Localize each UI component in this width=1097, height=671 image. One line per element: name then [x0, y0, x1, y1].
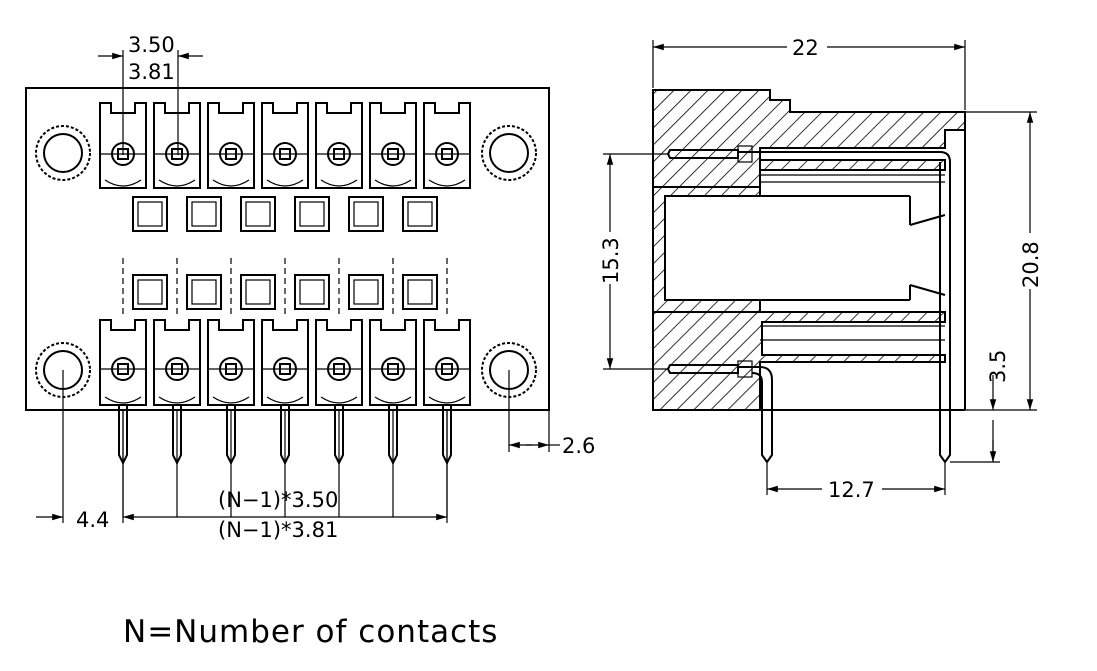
front-body-outline — [25, 87, 550, 411]
dimension-offset-left: 4.4 — [36, 370, 109, 532]
bottom-contact-4 — [261, 319, 309, 406]
bottom-window-1 — [132, 274, 168, 310]
housing-top-section — [652, 89, 966, 188]
depth-label: 22 — [792, 36, 819, 60]
bottom-contact-3 — [207, 319, 255, 406]
housing-bottom-section — [652, 311, 946, 411]
mounting-knob-top-right — [481, 125, 537, 181]
top-window-2 — [186, 196, 222, 232]
dimension-offset-right: 2.6 — [508, 370, 595, 458]
housing-back-wall — [652, 186, 761, 313]
bottom-window-3 — [240, 274, 276, 310]
bottom-contact-2 — [153, 319, 201, 406]
top-contact-5 — [315, 102, 363, 189]
note-text: N=Number of contacts — [123, 614, 498, 650]
pin-spacing-label: 15.3 — [599, 237, 623, 284]
side-view: 22 15.3 20.8 3.5 — [598, 34, 1043, 502]
dimension-pin-offset: 12.7 — [766, 462, 946, 502]
upper-pin — [666, 145, 951, 464]
bottom-contact-7 — [423, 319, 471, 406]
top-window-5 — [348, 196, 384, 232]
top-contact-1 — [99, 102, 147, 189]
offset-right-label: 2.6 — [562, 434, 595, 458]
dimension-pitch: 3.50 3.81 — [98, 33, 203, 155]
pitch-a-label: 3.50 — [128, 33, 175, 57]
dimension-span: (N−1)*3.50 (N−1)*3.81 — [122, 410, 448, 542]
bottom-window-6 — [402, 274, 438, 310]
dimension-height: 20.8 — [965, 111, 1043, 411]
bottom-window-row — [122, 258, 448, 318]
span-b-label: (N−1)*3.81 — [218, 518, 338, 542]
top-contact-3 — [207, 102, 255, 189]
dimension-pin-extension: 3.5 — [950, 350, 1010, 463]
housing-inner-lip-top — [759, 159, 946, 171]
lower-pin — [666, 360, 773, 464]
top-contact-6 — [369, 102, 417, 189]
offset-left-label: 4.4 — [76, 508, 109, 532]
top-window-row — [132, 196, 438, 232]
pin-offset-label: 12.7 — [828, 478, 875, 502]
bottom-window-5 — [348, 274, 384, 310]
dimension-pin-spacing: 15.3 — [598, 153, 668, 370]
height-label: 20.8 — [1019, 241, 1043, 288]
top-window-3 — [240, 196, 276, 232]
top-window-1 — [132, 196, 168, 232]
bottom-contact-5 — [315, 319, 363, 406]
bottom-window-4 — [294, 274, 330, 310]
span-a-label: (N−1)*3.50 — [218, 488, 338, 512]
top-contact-7 — [423, 102, 471, 189]
bottom-contact-1 — [99, 319, 147, 406]
mounting-knob-top-left — [35, 125, 91, 181]
dimension-depth: 22 — [652, 34, 966, 110]
bottom-contact-row — [99, 319, 471, 406]
top-contact-2 — [153, 102, 201, 189]
top-window-4 — [294, 196, 330, 232]
top-contact-4 — [261, 102, 309, 189]
top-contact-row — [99, 102, 471, 189]
top-window-6 — [402, 196, 438, 232]
pin-extension-label: 3.5 — [986, 350, 1010, 383]
bottom-window-2 — [186, 274, 222, 310]
front-view: 3.50 3.81 (N−1)*3.50 (N−1)*3.81 4.4 2.6 — [25, 33, 595, 542]
bottom-contact-6 — [369, 319, 417, 406]
pitch-b-label: 3.81 — [128, 60, 175, 84]
